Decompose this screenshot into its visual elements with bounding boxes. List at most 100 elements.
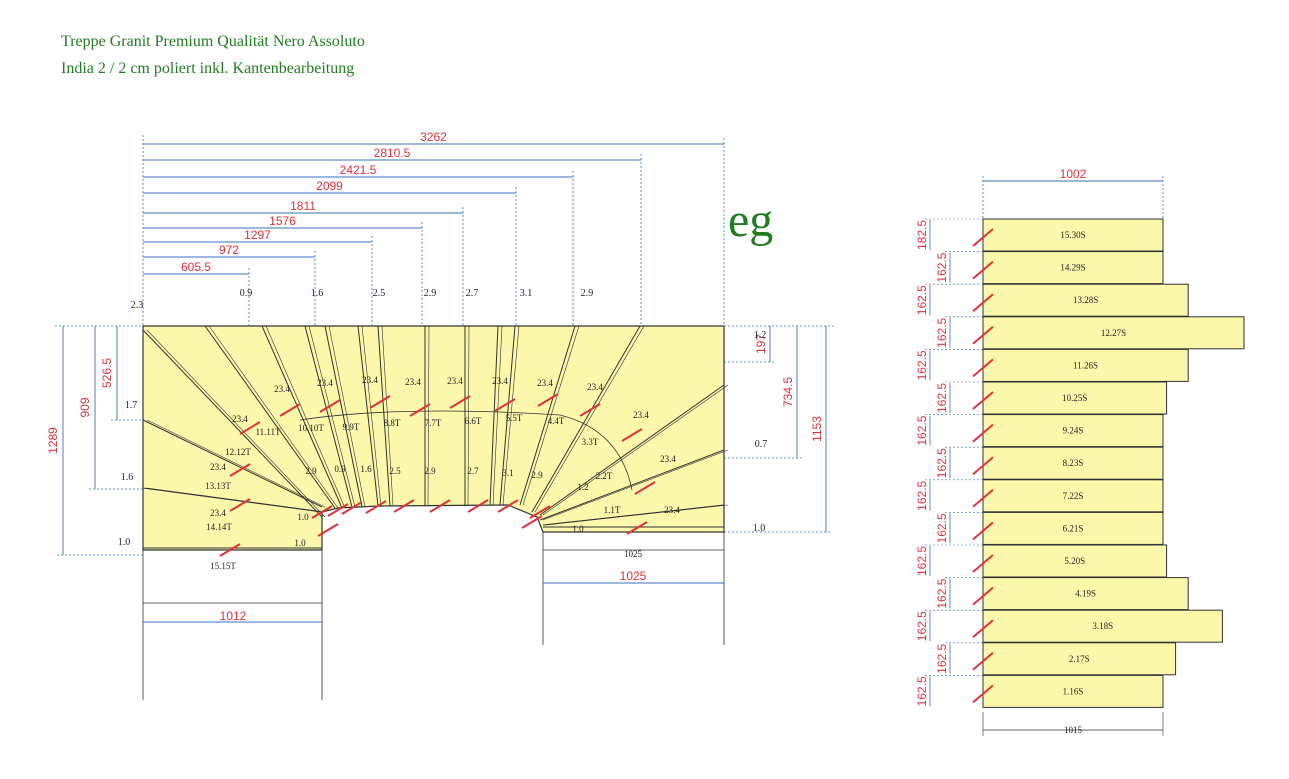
tread-label: 8.8T (384, 418, 401, 428)
width-mark: 23.4 (405, 377, 421, 387)
step-height-dim-label: 162.5 (915, 350, 929, 380)
step-tread-box (982, 511, 1164, 545)
step-line-16 (539, 449, 725, 521)
step-cut-mark (972, 293, 994, 312)
step-line-11 (489, 325, 499, 506)
drawing-title-line-1: Treppe Granit Premium Qualität Nero Asso… (61, 33, 365, 50)
step-line-inner-1 (146, 419, 326, 508)
step-line-13 (519, 325, 576, 506)
step-label: 13.28S (1073, 295, 1098, 305)
width-mark: 23.4 (232, 414, 248, 424)
step-cut-mark (972, 586, 994, 606)
step-line-inner-9 (427, 325, 430, 506)
tread-label: 14.14T (206, 522, 232, 532)
step-cut-mark (972, 326, 994, 345)
tread-label: 3.3T (582, 437, 599, 447)
step-height-dim-label: 182.5 (915, 220, 929, 250)
cut-mark-11 (239, 421, 261, 435)
step-cut-mark (972, 228, 994, 247)
top-dim-label: 972 (219, 243, 239, 257)
step-label: 1.16S (1063, 686, 1084, 696)
step-line-inner-16 (542, 449, 729, 521)
step-tread-box (982, 316, 1245, 350)
step-line-17 (542, 504, 725, 526)
staircase-plan-drawing: 1.1T2.2T3.3T4.4T5.5T6.6T7.7T8.8T9.9T10.1… (46, 130, 834, 700)
step-tread-box (982, 348, 1189, 382)
cut-mark-17 (341, 501, 363, 515)
left-mark: 1.7 (125, 400, 138, 411)
step-label: 4.19S (1075, 589, 1096, 599)
cut-mark-8 (621, 428, 643, 442)
step-line-inner-8 (381, 325, 394, 507)
step-line-inner-13 (522, 325, 580, 506)
left-dim-label: 909 (78, 397, 92, 417)
step-line-inner-2 (146, 487, 326, 513)
step-cut-mark (972, 684, 994, 704)
step-line-inner-10 (467, 325, 470, 506)
top-edge-mark: 2.9 (581, 288, 594, 299)
bottom-dim-label: 1012 (220, 609, 247, 623)
tread-label: 4.4T (548, 416, 565, 426)
step-line-inner-6 (328, 325, 366, 508)
step-label: 6.21S (1063, 523, 1084, 533)
right-dim-label: 734.5 (781, 377, 795, 407)
step-tread-box (982, 218, 1164, 252)
drawing-title-line-2: India 2 / 2 cm poliert inkl. Kantenbearb… (61, 60, 355, 77)
step-tread-box (982, 381, 1168, 415)
walk-line (299, 410, 633, 491)
step-height-dim-label: 162.5 (915, 480, 929, 510)
top-edge-mark: 0.9 (240, 288, 253, 299)
cut-mark-1 (319, 399, 341, 413)
inner-mark: 3.1 (502, 468, 513, 478)
step-line-3 (204, 325, 336, 509)
cut-mark-2 (369, 395, 391, 409)
width-mark: 23.4 (362, 375, 378, 385)
top-dim-label: 2099 (316, 179, 343, 193)
width-mark: 23.4 (537, 378, 553, 388)
cut-mark-24 (521, 515, 543, 529)
tread-label: 11.11T (255, 427, 281, 437)
cut-mark-18 (365, 500, 387, 514)
cut-mark-5 (494, 398, 516, 412)
cut-mark-4 (449, 395, 471, 409)
left-mark: 1.6 (121, 472, 134, 483)
step-cut-mark (972, 489, 994, 508)
step-height-dim-label: 162.5 (935, 448, 949, 478)
step-tread-box (982, 544, 1168, 578)
step-line-inner-5 (308, 325, 356, 508)
width-mark: 23.4 (210, 462, 226, 472)
top-dim-label: 1576 (269, 214, 296, 228)
step-label: 5.20S (1064, 556, 1085, 566)
step-line-6 (324, 325, 363, 508)
step-cut-mark (972, 358, 994, 378)
cut-mark-7 (579, 403, 601, 417)
step-height-dim-label: 162.5 (935, 513, 949, 543)
inner-mark: 2.9 (424, 466, 436, 476)
inner-mark: 1.2 (577, 482, 588, 492)
top-edge-mark: 2.5 (373, 288, 386, 299)
inner-mark: 2.7 (467, 466, 479, 476)
step-tread-box (982, 577, 1189, 611)
inner-mark: 1.0 (297, 512, 309, 522)
cut-mark-9 (634, 481, 656, 495)
step-cut-mark (972, 391, 994, 410)
step-tread-box (982, 642, 1177, 676)
step-line-inner-11 (492, 325, 503, 506)
cut-mark-0 (279, 403, 301, 417)
tread-label: 12.12T (225, 447, 251, 457)
cut-mark-6 (537, 393, 559, 407)
step-line-1 (142, 419, 323, 508)
left-dim-label: 526.5 (100, 358, 114, 388)
step-tread-box (982, 609, 1223, 643)
step-height-dim-label: 162.5 (935, 252, 949, 282)
step-tread-box (982, 414, 1164, 448)
width-mark: 23.4 (274, 384, 290, 394)
step-tread-box (982, 479, 1164, 513)
step-height-dim-label: 162.5 (915, 546, 929, 576)
width-mark: 23.4 (492, 376, 508, 386)
step-line-inner-12 (502, 325, 520, 506)
top-edge-mark: 3.1 (520, 288, 533, 299)
step-cut-mark (972, 652, 994, 671)
step-label: 3.18S (1092, 621, 1113, 631)
